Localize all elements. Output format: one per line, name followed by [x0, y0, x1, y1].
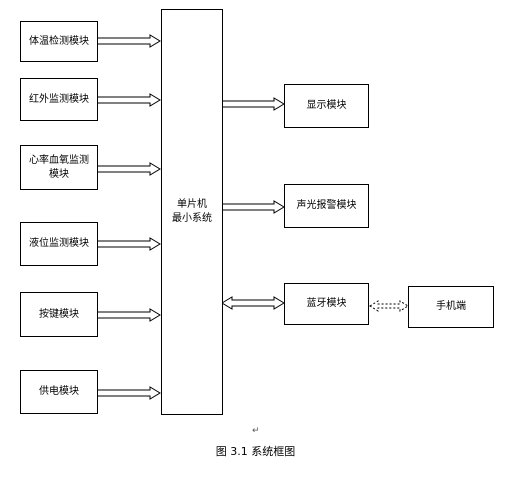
arrow-mcu-to-alarm	[221, 200, 285, 214]
sound-light-alarm-module-label: 声光报警模块	[296, 200, 357, 211]
infrared-module-label: 红外监测模块	[29, 93, 89, 105]
arrow-mcu-to-display	[221, 97, 285, 111]
heartrate-spo2-module-label: 心率血氧监测模块	[29, 154, 89, 180]
arrow-power-to-mcu	[96, 386, 161, 400]
paragraph-mark: ↵	[252, 426, 260, 436]
sound-light-alarm-module: 声光报警模块	[284, 184, 369, 228]
output-arrows	[221, 97, 285, 310]
liquid-level-module-label: 液位监测模块	[29, 238, 89, 249]
mcu-minimum-system: 单片机 最小系统	[161, 9, 223, 415]
arrow-temperature-to-mcu	[96, 34, 161, 48]
temperature-module: 体温检测模块	[20, 21, 98, 62]
input-arrows	[96, 34, 161, 400]
keys-module: 按键模块	[20, 292, 98, 337]
arrow-heartrate-to-mcu	[96, 162, 161, 176]
keys-module-label: 按键模块	[39, 308, 79, 320]
phone-terminal: 手机端	[408, 286, 494, 328]
temperature-module-label: 体温检测模块	[29, 35, 89, 47]
display-module-label: 显示模块	[306, 100, 347, 111]
mcu-label-line2: 最小系统	[172, 213, 212, 224]
heartrate-spo2-module: 心率血氧监测模块	[20, 145, 98, 190]
power-module-label: 供电模块	[39, 386, 79, 397]
liquid-level-module: 液位监测模块	[20, 222, 98, 266]
arrow-keys-to-mcu	[96, 308, 161, 322]
display-module: 显示模块	[284, 84, 369, 128]
power-module: 供电模块	[20, 370, 98, 414]
bluetooth-module: 蓝牙模块	[284, 283, 369, 325]
figure-caption: 图 3.1 系统框图	[215, 445, 296, 458]
arrow-liquid-level-to-mcu	[96, 237, 161, 251]
arrow-mcu-bluetooth-bidirectional	[221, 296, 285, 310]
phone-terminal-label: 手机端	[436, 301, 466, 312]
arrow-bluetooth-phone-dashed	[369, 300, 409, 312]
infrared-module: 红外监测模块	[20, 78, 98, 121]
bluetooth-module-label: 蓝牙模块	[306, 298, 347, 309]
arrow-infrared-to-mcu	[96, 93, 161, 107]
mcu-label-line1: 单片机	[177, 199, 207, 210]
